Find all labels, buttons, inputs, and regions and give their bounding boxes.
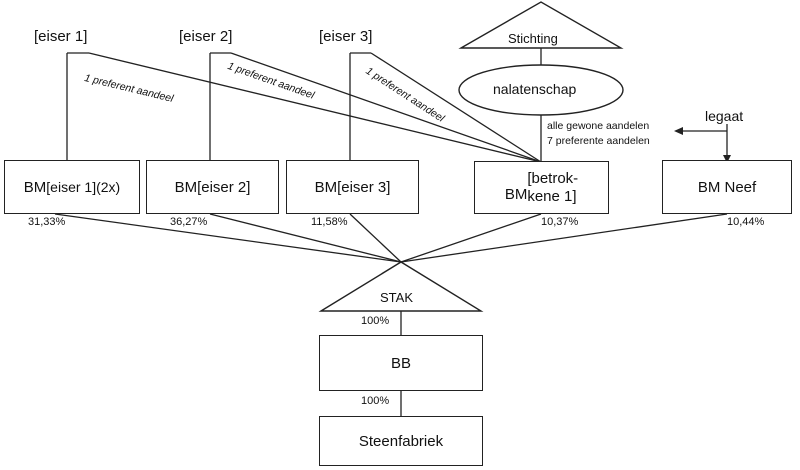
bm3-line	[349, 213, 402, 263]
eiser3-label: [eiser 3]	[319, 28, 373, 45]
stichting-triangle	[458, 1, 624, 49]
bb-text: BB	[390, 354, 411, 372]
pct-bb-steenfabriek: 100%	[361, 395, 390, 407]
steenfabriek-text: Steenfabriek	[358, 432, 444, 450]
pref-line-2	[230, 52, 542, 163]
stak-label: STAK	[380, 290, 413, 305]
stak-triangle	[318, 261, 484, 312]
legaat-label: legaat	[705, 108, 744, 124]
pref-line-1	[88, 52, 542, 163]
bm2-line	[209, 213, 402, 263]
nalatenschap-label: nalatenschap	[493, 81, 577, 97]
bm-betrokkene1-line2: kene 1]	[527, 187, 577, 205]
pct-bm5: 10,44%	[727, 216, 765, 228]
pref-line-3	[370, 52, 542, 163]
bm-eiser2-text: [eiser 2]	[197, 178, 251, 196]
eiser1-label: [eiser 1]	[34, 28, 88, 45]
pct-bm2: 36,27%	[170, 216, 208, 228]
legaat-arrow-down	[723, 155, 731, 163]
pct-bm1: 31,33%	[28, 216, 66, 228]
bm1-line	[54, 213, 402, 263]
nalatenschap-ellipse	[458, 64, 624, 116]
preferente-aandelen-label: 7 preferente aandelen	[547, 135, 650, 147]
pct-stak-bb: 100%	[361, 315, 390, 327]
bm-eiser1-text: [eiser 1](2x)	[46, 179, 121, 195]
bm-betrokkene1-prefix: BM	[504, 186, 528, 203]
bm-neef-text: BM Neef	[697, 178, 757, 196]
bm-eiser3-prefix: BM	[314, 178, 338, 196]
eiser2-label: [eiser 2]	[179, 28, 233, 45]
bm5-line	[400, 213, 728, 263]
steenfabriek-box: Steenfabriek	[319, 416, 483, 466]
bm-eiser1-box: BM[eiser 1](2x)	[4, 160, 140, 214]
legaat-arrow-left	[674, 127, 683, 135]
bm-eiser2-prefix: BM	[174, 178, 198, 196]
pct-bm3: 11,58%	[311, 216, 348, 228]
bm-eiser2-box: BM[eiser 2]	[146, 160, 279, 214]
bm4-line	[400, 213, 542, 263]
pct-bm4: 10,37%	[541, 216, 579, 228]
bm-betrokkene1-box: BM [betrok- kene 1]	[474, 161, 609, 214]
bm-eiser1-prefix: BM	[23, 178, 47, 196]
bb-box: BB	[319, 335, 483, 391]
bm-eiser3-box: BM[eiser 3]	[286, 160, 419, 214]
gewone-aandelen-label: alle gewone aandelen	[547, 120, 650, 132]
stichting-label: Stichting	[508, 31, 558, 46]
bm-eiser3-text: [eiser 3]	[337, 178, 391, 196]
bm-neef-box: BM Neef	[662, 160, 792, 214]
bm-betrokkene1-line1: [betrok-	[527, 170, 579, 188]
